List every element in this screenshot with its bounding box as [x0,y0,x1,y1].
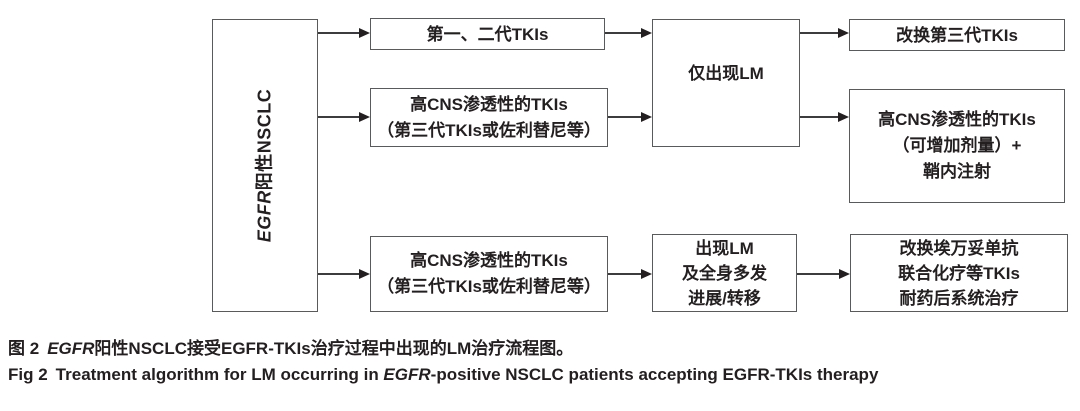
box-label-line1: 高CNS渗透性的TKIs [410,94,568,114]
egfr-italic-text: EGFR [383,365,431,384]
arrow-right-icon [359,28,370,38]
arrow-shaft [608,116,641,118]
arrow-shaft [800,116,838,118]
flow-box-first-second-gen-tkis: 第一、二代TKIs [370,18,605,50]
flow-box-lm-systemic-progression: 出现LM 及全身多发 进展/转移 [652,234,797,312]
caption-en-text-1: Treatment algorithm for LM occurring in [55,365,384,384]
box-label-line3: 耐药后系统治疗 [899,288,1019,308]
box-label-line1: 出现LM [695,238,754,258]
figure-number-zh: 图 2 [8,339,40,358]
arrow-right-icon [838,112,849,122]
egfr-italic-text: EGFR [47,339,95,358]
arrow-root-to-high-cns-bottom [318,268,370,280]
box-label: 第一、二代TKIs [426,24,549,44]
arrow-root-to-high-cns-mid [318,111,370,123]
arrow-shaft [608,273,641,275]
arrow-shaft [797,273,839,275]
figure-number-en: Fig 2 [8,365,48,384]
flow-box-high-cns-tkis-mid: 高CNS渗透性的TKIs （第三代TKIs或佐利替尼等） [370,88,608,147]
flow-box-high-cns-tkis-bottom: 高CNS渗透性的TKIs （第三代TKIs或佐利替尼等） [370,236,608,312]
flow-box-amivantamab-systemic-therapy: 改换埃万妥单抗 联合化疗等TKIs 耐药后系统治疗 [850,234,1068,312]
box-label-line2: （第三代TKIs或佐利替尼等） [377,120,601,140]
arrow-first-second-gen-to-only-lm [605,27,652,39]
arrow-shaft [800,32,838,34]
arrow-right-icon [839,269,850,279]
arrow-only-lm-to-switch-third-gen [800,27,849,39]
box-label-line2: （第三代TKIs或佐利替尼等） [377,277,601,296]
arrow-right-icon [359,112,370,122]
box-label-line2: 联合化疗等TKIs [898,263,1020,283]
box-label-line1: 高CNS渗透性的TKIs [878,110,1036,129]
box-label-line2: （可增加剂量）+ [892,136,1022,155]
egfr-italic-text: EGFR [254,190,275,243]
box-label: 改换第三代TKIs [896,25,1018,45]
arrow-right-icon [359,269,370,279]
arrow-shaft [605,32,641,34]
arrow-shaft [318,273,359,275]
flow-box-switch-third-gen-tkis: 改换第三代TKIs [849,19,1065,51]
figure-caption-english: Fig 2 Treatment algorithm for LM occurrin… [8,365,878,385]
arrow-right-icon [641,112,652,122]
arrow-shaft [318,116,359,118]
arrow-root-to-first-second-gen [318,27,370,39]
egfr-nsclc-vertical-label: EGFR阳性NSCLC [253,89,278,243]
caption-zh-text: 阳性NSCLC接受EGFR-TKIs治疗过程中出现的LM治疗流程图。 [94,339,574,358]
arrow-progression-to-amivantamab [797,268,850,280]
arrow-shaft [318,32,359,34]
arrow-right-icon [641,28,652,38]
arrow-right-icon [641,269,652,279]
arrow-right-icon [838,28,849,38]
nsclc-text: 阳性NSCLC [254,88,275,191]
caption-en-text-2: -positive NSCLC patients accepting EGFR-… [430,365,879,384]
figure-caption-chinese: 图 2 EGFR阳性NSCLC接受EGFR-TKIs治疗过程中出现的LM治疗流程图… [8,334,573,359]
box-label-line1: 高CNS渗透性的TKIs [410,251,568,270]
arrow-high-cns-bottom-to-progression [608,268,652,280]
flow-box-only-lm: 仅出现LM [652,19,800,147]
box-label-line2: 及全身多发 [682,263,767,283]
flow-box-egfr-positive-nsclc: EGFR阳性NSCLC [212,19,318,312]
box-label-line3: 进展/转移 [688,288,761,308]
box-label-line1: 改换埃万妥单抗 [899,238,1019,258]
arrow-only-lm-to-intrathecal [800,111,849,123]
box-label-line3: 鞘内注射 [923,162,991,181]
flow-box-high-cns-tkis-intrathecal: 高CNS渗透性的TKIs （可增加剂量）+ 鞘内注射 [849,89,1065,203]
arrow-high-cns-mid-to-only-lm [608,111,652,123]
box-label: 仅出现LM [688,64,764,83]
